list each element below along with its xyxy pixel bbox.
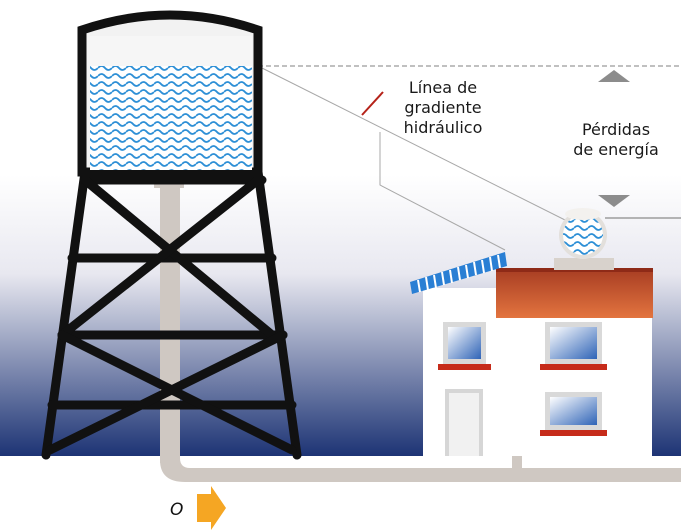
- main-pipe: [160, 458, 681, 482]
- hydraulic-gradient-label: Línea de gradiente hidráulico: [383, 78, 503, 138]
- energy-losses-label: Pérdidas de energía: [556, 120, 676, 160]
- arrow-up-icon: [598, 70, 630, 82]
- hgl-label-line-1: Línea de: [408, 78, 478, 97]
- hgl-label-line-2: gradiente: [404, 98, 482, 117]
- riser-pipe: [160, 180, 180, 463]
- house-icon: [423, 258, 653, 456]
- house-roof: [496, 268, 653, 318]
- ground: [0, 456, 681, 532]
- loss-label-line-1: Pérdidas: [581, 120, 651, 139]
- origin-label: O: [170, 500, 184, 520]
- hgl-marker: [361, 91, 384, 116]
- house-supply-pipe: [512, 455, 522, 471]
- solar-panel-icon: [410, 252, 507, 294]
- hgl-label-line-3: hidráulico: [403, 118, 483, 137]
- hgl-leader-line: [379, 132, 506, 251]
- rooftop-tank-icon: [559, 208, 607, 259]
- arrow-down-icon: [598, 195, 630, 207]
- water-tower-icon: [77, 10, 263, 177]
- hydraulic-gradient-slope: [257, 65, 582, 229]
- water-tower-frame: [41, 167, 302, 460]
- loss-label-line-2: de energía: [573, 140, 659, 159]
- flow-arrow-icon: [197, 486, 226, 530]
